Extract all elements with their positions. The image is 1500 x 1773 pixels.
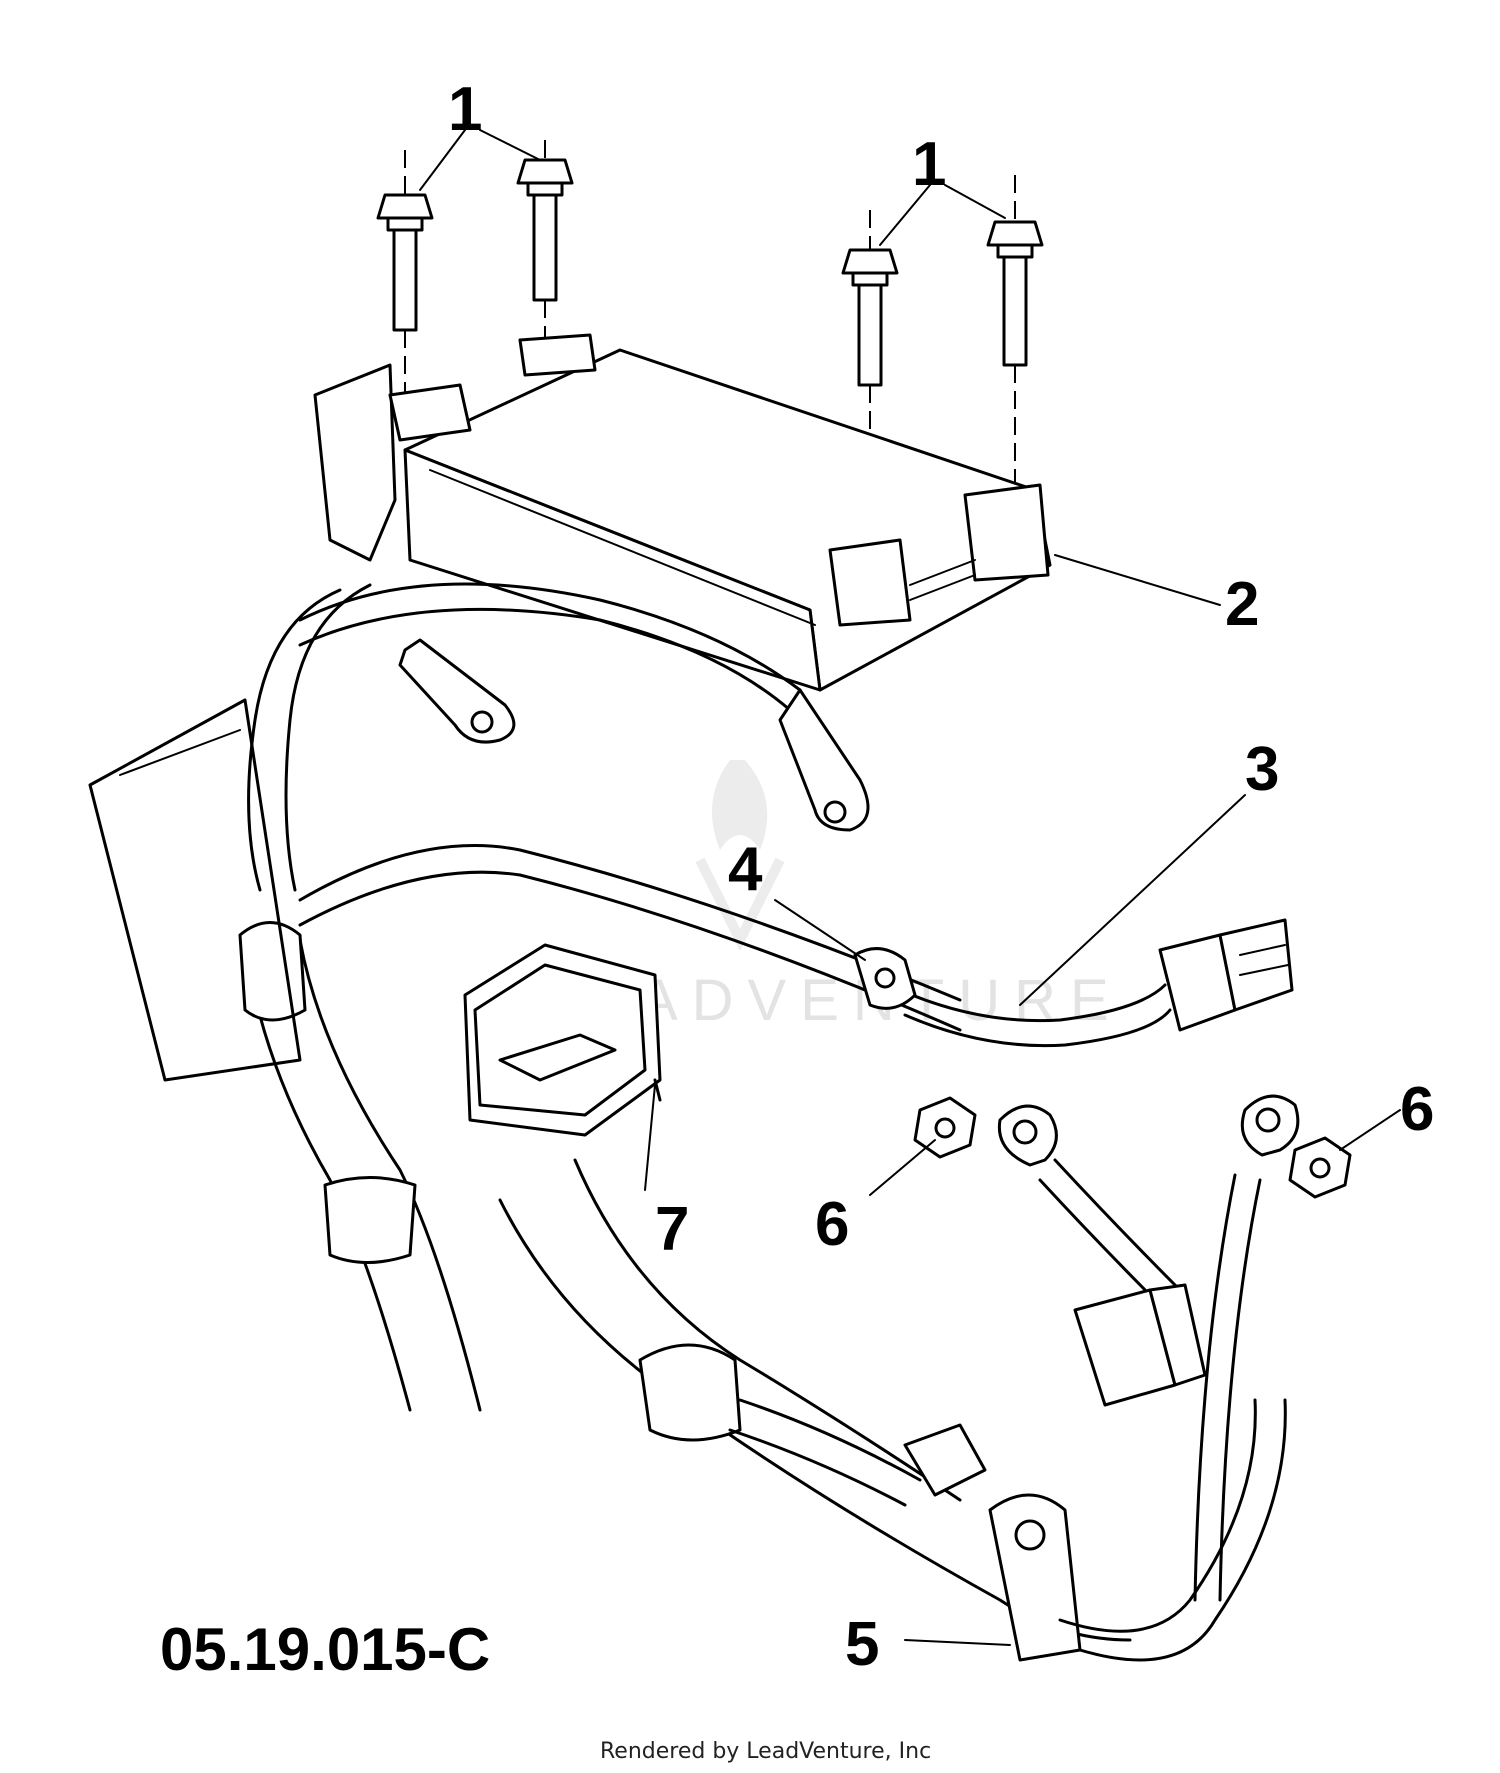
bracket-part	[463, 943, 662, 1137]
leader-lines	[419, 129, 1401, 1646]
control-module-part	[313, 333, 1052, 692]
lead-cable-part	[898, 918, 1294, 1048]
nut-part	[1288, 1136, 1352, 1199]
bolt-part	[516, 140, 574, 345]
lower-harness-part	[498, 1094, 1300, 1662]
callout-6: 6	[815, 1190, 849, 1259]
callout-4: 4	[728, 835, 763, 904]
bolt-part	[376, 150, 434, 395]
callout-5: 5	[845, 1610, 879, 1679]
callout-1: 1	[448, 75, 482, 144]
callout-1: 1	[912, 130, 946, 199]
credit-text: Rendered by LeadVenture, Inc	[600, 1739, 931, 1764]
figure-code: 05.19.015-C	[160, 1616, 490, 1683]
bolt-part	[841, 210, 899, 535]
callout-2: 2	[1225, 570, 1259, 639]
callout-6: 6	[1400, 1075, 1434, 1144]
callout-7: 7	[655, 1195, 689, 1264]
callout-3: 3	[1245, 735, 1279, 804]
nut-part	[913, 1096, 977, 1159]
cable-clip-part	[853, 947, 917, 1010]
bolt-part	[986, 175, 1044, 490]
wire-harness	[88, 582, 962, 1412]
